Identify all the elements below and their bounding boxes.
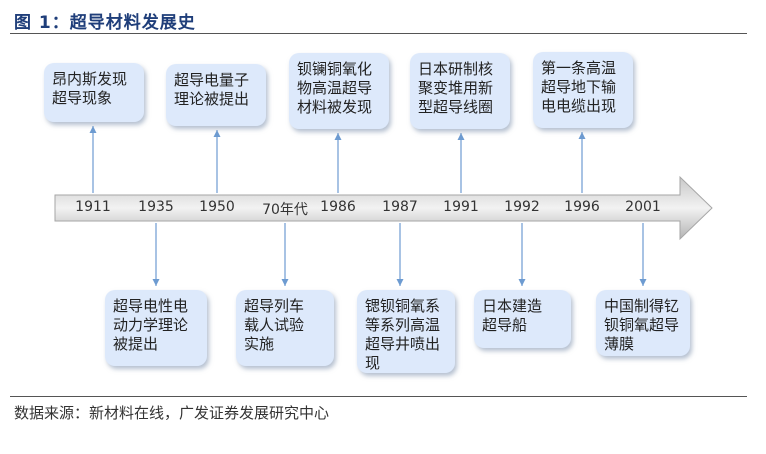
event-card-1996: 第一条高温 超导地下输 电电缆出现 <box>533 52 633 128</box>
connector-arrowhead <box>396 279 404 286</box>
connector-arrowhead <box>518 279 526 286</box>
year-label: 1991 <box>443 199 479 215</box>
year-label: 1987 <box>382 199 418 215</box>
year-label: 1911 <box>75 199 111 215</box>
connector-arrowhead <box>457 133 465 140</box>
event-card-1991: 日本研制核 聚变堆用新 型超导线圈 <box>410 53 510 129</box>
year-label: 1996 <box>564 199 600 215</box>
event-card-1992: 日本建造 超导船 <box>474 290 571 348</box>
title-divider <box>10 33 747 34</box>
connector-arrowhead <box>213 130 221 137</box>
connector-arrowhead <box>578 132 586 139</box>
connector-arrowhead <box>281 279 289 286</box>
event-card-1950: 超导电量子 理论被提出 <box>166 64 266 126</box>
connector-lines <box>89 126 647 286</box>
connector-arrowhead <box>152 279 160 286</box>
figure-title: 图 1：超导材料发展史 <box>14 13 196 33</box>
year-label: 1950 <box>199 199 235 215</box>
event-card-1986: 钡镧铜氧化 物高温超导 材料被发现 <box>289 53 389 129</box>
connector-arrowhead <box>639 279 647 286</box>
year-label: 1986 <box>320 199 356 215</box>
connector-arrowhead <box>89 126 97 133</box>
year-label: 2001 <box>625 199 661 215</box>
event-card-1987: 锶钡铜氧系 等系列高温 超导井喷出 现 <box>357 290 455 373</box>
source-divider <box>10 396 747 397</box>
year-label: 1935 <box>138 199 174 215</box>
event-card-7070s: 超导列车 载人试验 实施 <box>236 290 334 366</box>
event-card-1935: 超导电性电 动力学理论 被提出 <box>105 290 207 366</box>
connector-arrowhead <box>334 133 342 140</box>
timeline-arrow <box>54 175 713 241</box>
year-label: 70年代 <box>262 202 308 218</box>
event-card-1911: 昂内斯发现 超导现象 <box>44 63 144 122</box>
source-note: 数据来源：新材料在线，广发证券发展研究中心 <box>14 404 330 422</box>
year-label: 1992 <box>504 199 540 215</box>
event-card-2001: 中国制得钇 钡铜氧超导 薄膜 <box>596 290 690 356</box>
